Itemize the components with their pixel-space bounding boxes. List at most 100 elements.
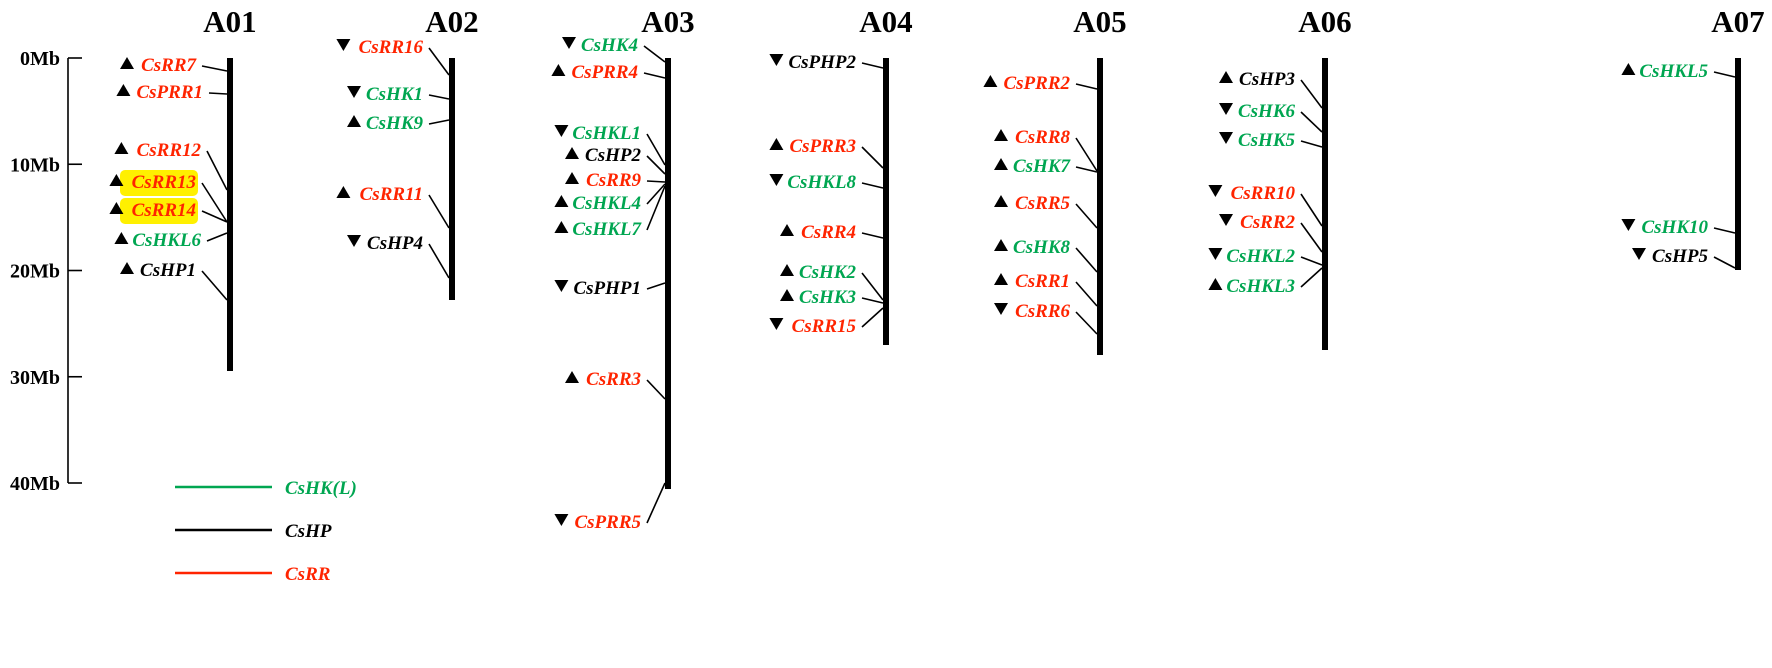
gene-label-csrr1[interactable]: CsRR1 <box>1015 271 1070 292</box>
gene-label-cshk10[interactable]: CsHK10 <box>1641 217 1708 238</box>
gene-label-cshk4[interactable]: CsHK4 <box>581 35 638 56</box>
gene-marker[interactable]: CsHK5 <box>1219 130 1323 151</box>
gene-label-csrr15[interactable]: CsRR15 <box>792 316 857 337</box>
gene-marker[interactable]: CsHKL2 <box>1208 246 1323 267</box>
gene-marker[interactable]: CsHP3 <box>1219 69 1323 109</box>
gene-marker[interactable]: CsHK10 <box>1621 217 1736 238</box>
gene-marker[interactable]: CsHKL6 <box>114 230 228 251</box>
gene-marker[interactable]: CsRR12 <box>114 140 228 191</box>
gene-label-csrr8[interactable]: CsRR8 <box>1015 127 1070 148</box>
gene-marker[interactable]: CsRR14 <box>109 198 228 224</box>
gene-label-cshkl7[interactable]: CsHKL7 <box>572 219 642 240</box>
gene-label-cshp2[interactable]: CsHP2 <box>585 145 641 166</box>
gene-label-csprr2[interactable]: CsPRR2 <box>1003 73 1070 94</box>
gene-marker[interactable]: CsRR6 <box>994 301 1098 335</box>
gene-marker[interactable]: CsHK9 <box>347 113 450 134</box>
gene-label-cshk3[interactable]: CsHK3 <box>799 287 856 308</box>
gene-marker[interactable]: CsHK7 <box>994 156 1098 177</box>
gene-label-cshk7[interactable]: CsHK7 <box>1013 156 1072 177</box>
gene-marker[interactable]: CsRR5 <box>994 193 1098 229</box>
gene-label-csrr16[interactable]: CsRR16 <box>359 37 424 58</box>
gene-marker[interactable]: CsHKL8 <box>769 172 884 193</box>
gene-label-cshp4[interactable]: CsHP4 <box>367 233 423 254</box>
gene-label-csprr1[interactable]: CsPRR1 <box>136 82 203 103</box>
gene-label-csrr14[interactable]: CsRR14 <box>132 200 196 221</box>
gene-marker[interactable]: CsHK1 <box>347 84 450 105</box>
gene-marker[interactable]: CsHP1 <box>120 260 228 301</box>
gene-marker[interactable]: CsRR16 <box>336 37 450 76</box>
gene-marker[interactable]: CsPRR5 <box>554 482 666 533</box>
gene-marker[interactable]: CsHKL1 <box>554 123 666 166</box>
gene-label-cshp3[interactable]: CsHP3 <box>1239 69 1295 90</box>
gene-label-cshp1[interactable]: CsHP1 <box>140 260 196 281</box>
gene-label-cshk8[interactable]: CsHK8 <box>1013 237 1071 258</box>
gene-marker[interactable]: CsHK4 <box>562 35 666 63</box>
gene-label-cshk9[interactable]: CsHK9 <box>366 113 424 134</box>
gene-label-csrr2[interactable]: CsRR2 <box>1240 212 1295 233</box>
gene-marker[interactable]: CsRR15 <box>769 307 884 337</box>
gene-label-cshk1[interactable]: CsHK1 <box>366 84 423 105</box>
gene-label-csrr11[interactable]: CsRR11 <box>360 184 423 205</box>
gene-label-csprr3[interactable]: CsPRR3 <box>789 136 856 157</box>
gene-label-csrr13[interactable]: CsRR13 <box>132 172 196 193</box>
gene-label-cshkl5[interactable]: CsHKL5 <box>1639 61 1708 82</box>
gene-marker[interactable]: CsRR13 <box>109 170 228 223</box>
gene-marker[interactable]: CsPRR3 <box>769 136 884 169</box>
gene-marker[interactable]: CsHP5 <box>1632 246 1736 269</box>
gene-marker[interactable]: CsHKL7 <box>554 185 666 240</box>
gene-marker[interactable]: CsRR7 <box>120 55 228 76</box>
gene-marker[interactable]: CsRR4 <box>780 222 884 243</box>
gene-marker[interactable]: CsPRR4 <box>551 62 666 83</box>
gene-marker[interactable]: CsPRR1 <box>116 82 228 103</box>
gene-leader-line <box>1300 79 1323 109</box>
gene-label-cshkl8[interactable]: CsHKL8 <box>787 172 856 193</box>
gene-label-cshkl2[interactable]: CsHKL2 <box>1226 246 1295 267</box>
gene-marker[interactable]: CsRR10 <box>1208 183 1323 227</box>
axis-tick-label: 10Mb <box>10 154 60 176</box>
gene-marker[interactable]: CsRR9 <box>565 170 666 191</box>
gene-marker[interactable]: CsHK8 <box>994 237 1098 273</box>
legend-cshp-label: CsHP <box>285 521 332 542</box>
gene-label-csrr3[interactable]: CsRR3 <box>586 369 641 390</box>
gene-leader-line <box>646 155 666 175</box>
gene-label-cshkl4[interactable]: CsHKL4 <box>572 193 641 214</box>
gene-marker[interactable]: CsRR3 <box>565 369 666 400</box>
gene-label-csprr4[interactable]: CsPRR4 <box>571 62 638 83</box>
gene-marker[interactable]: CsHK3 <box>780 287 884 308</box>
gene-marker[interactable]: CsRR2 <box>1219 212 1323 253</box>
gene-label-csrr6[interactable]: CsRR6 <box>1015 301 1070 322</box>
gene-marker[interactable]: CsRR11 <box>336 184 450 229</box>
gene-label-csrr5[interactable]: CsRR5 <box>1015 193 1070 214</box>
gene-label-cshk5[interactable]: CsHK5 <box>1238 130 1296 151</box>
strand-down-triangle-icon <box>1632 248 1646 260</box>
legend-csrr-label: CsRR <box>285 564 330 585</box>
gene-marker[interactable]: CsPHP2 <box>769 52 884 73</box>
gene-label-csrr9[interactable]: CsRR9 <box>586 170 641 191</box>
gene-label-cshkl3[interactable]: CsHKL3 <box>1226 276 1295 297</box>
gene-marker[interactable]: CsHK2 <box>780 262 884 301</box>
gene-label-cshk2[interactable]: CsHK2 <box>799 262 857 283</box>
gene-label-cshkl1[interactable]: CsHKL1 <box>572 123 641 144</box>
gene-label-csrr7[interactable]: CsRR7 <box>141 55 197 76</box>
gene-marker[interactable]: CsHKL5 <box>1621 61 1736 82</box>
gene-marker[interactable]: CsHK6 <box>1219 101 1323 133</box>
gene-marker[interactable]: CsHKL3 <box>1208 267 1323 297</box>
gene-marker[interactable]: CsHKL4 <box>554 183 666 214</box>
gene-leader-line <box>1300 140 1323 148</box>
gene-label-cshkl6[interactable]: CsHKL6 <box>132 230 201 251</box>
gene-label-csrr12[interactable]: CsRR12 <box>137 140 202 161</box>
gene-marker[interactable]: CsHP2 <box>565 145 666 175</box>
gene-label-csphp2[interactable]: CsPHP2 <box>788 52 856 73</box>
gene-marker[interactable]: CsRR1 <box>994 271 1098 307</box>
gene-marker[interactable]: CsPHP1 <box>554 278 666 299</box>
gene-label-csrr10[interactable]: CsRR10 <box>1231 183 1296 204</box>
gene-marker[interactable]: CsPRR2 <box>983 73 1098 94</box>
gene-marker[interactable]: CsRR8 <box>994 127 1098 172</box>
gene-label-cshk6[interactable]: CsHK6 <box>1238 101 1296 122</box>
gene-label-csphp1[interactable]: CsPHP1 <box>573 278 641 299</box>
gene-label-csrr4[interactable]: CsRR4 <box>801 222 856 243</box>
gene-marker[interactable]: CsHP4 <box>347 233 450 279</box>
gene-label-cshp5[interactable]: CsHP5 <box>1652 246 1708 267</box>
gene-label-csprr5[interactable]: CsPRR5 <box>574 512 641 533</box>
